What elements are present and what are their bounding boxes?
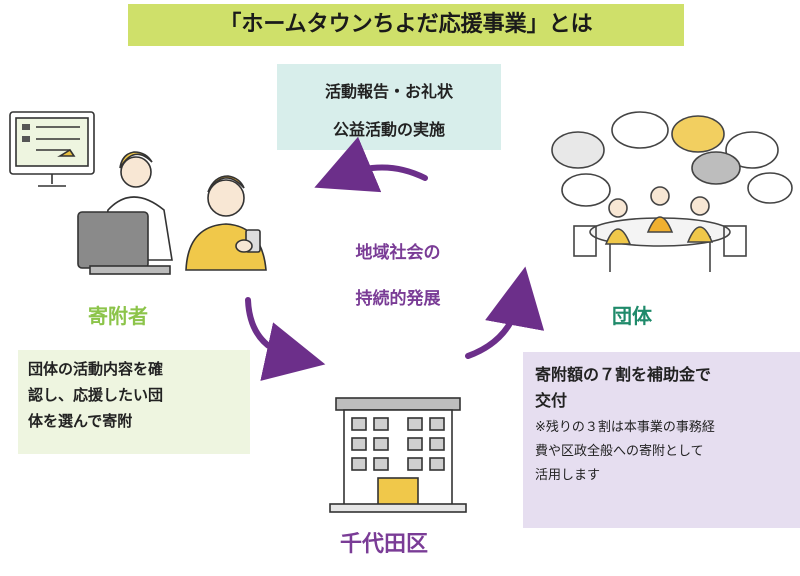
donor-label: 寄附者: [88, 304, 148, 328]
speech-bubbles-icon: [551, 111, 793, 207]
subsidy-main-line2: 交付: [535, 391, 568, 410]
ward-office-building-icon: [329, 397, 467, 513]
donor-action-line2: 認し、応援したい団: [28, 386, 164, 404]
subsidy-note-line2: 費や区政全般への寄附として: [535, 444, 704, 459]
arrow-donor-to-ward: [245, 297, 326, 381]
monitor-icon: [9, 111, 95, 187]
woman-laptop-icon: [77, 151, 173, 275]
man-phone-icon: [185, 175, 267, 271]
group-label: 団体: [612, 304, 652, 328]
activity-report-line1: 活動報告・お礼状: [324, 82, 453, 101]
subsidy-note: ※残りの３割は本事業の事務経 費や区政全般への寄附として 活用します: [535, 416, 788, 488]
page-title: 「ホームタウンちよだ応援事業」とは: [128, 4, 684, 46]
subsidy-box: 寄附額の７割を補助金で 交付 ※残りの３割は本事業の事務経 費や区政全般への寄附…: [523, 352, 800, 528]
subsidy-main-line1: 寄附額の７割を補助金で: [535, 365, 712, 384]
arrow-group-to-donor: [314, 136, 428, 193]
activity-report-line2: 公益活動の実施: [332, 120, 445, 139]
subsidy-note-line3: 活用します: [535, 468, 601, 483]
ward-label: 千代田区: [340, 532, 429, 557]
meeting-people-icon: [573, 186, 747, 272]
donor-action-box: 団体の活動内容を確 認し、応援したい団 体を選んで寄附: [18, 350, 250, 454]
arrow-ward-to-group: [465, 266, 545, 359]
center-line2: 持続的発展: [355, 289, 441, 309]
subsidy-note-line1: ※残りの３割は本事業の事務経: [535, 420, 715, 435]
center-line1: 地域社会の: [355, 243, 441, 263]
donor-action-line3: 体を選んで寄附: [28, 412, 133, 430]
donor-action-line1: 団体の活動内容を確: [28, 360, 164, 378]
activity-report-box: 活動報告・お礼状 公益活動の実施: [277, 64, 501, 150]
